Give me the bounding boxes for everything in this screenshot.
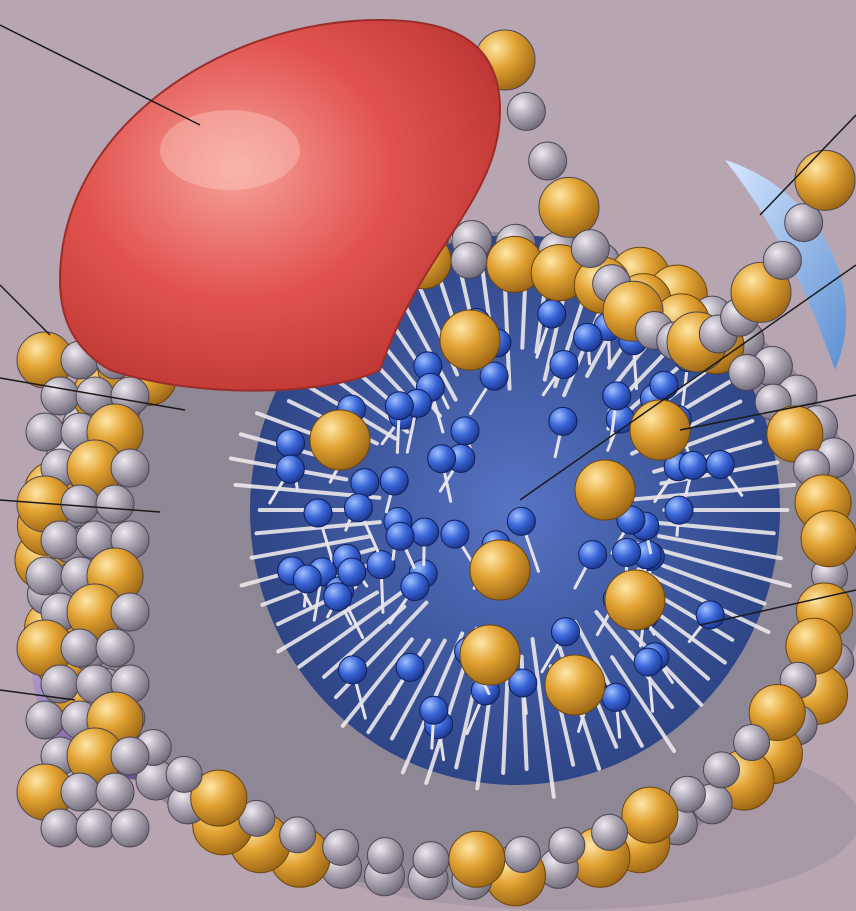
phospholipid-head: [96, 485, 134, 523]
core-lipid-head: [386, 522, 414, 550]
phospholipid-head: [413, 842, 449, 878]
phospholipid-head: [280, 817, 316, 853]
phospholipid-head: [451, 242, 487, 278]
core-lipid-head: [380, 467, 408, 495]
core-lipid-head: [324, 583, 352, 611]
core-lipid-head: [428, 445, 456, 473]
core-lipid-head: [579, 541, 607, 569]
core-lipid-head: [385, 392, 413, 420]
phospholipid-head: [504, 837, 540, 873]
phospholipid-head: [507, 92, 545, 130]
cholesterol-head: [622, 787, 678, 843]
cholesterol-head: [801, 511, 856, 567]
core-lipid-head: [550, 350, 578, 378]
core-lipid-head: [304, 499, 332, 527]
red-apoprotein-highlight: [160, 110, 300, 190]
phospholipid-head: [41, 521, 79, 559]
cholesterol-head: [440, 310, 500, 370]
core-lipid-head: [339, 656, 367, 684]
phospholipid-head: [61, 773, 99, 811]
phospholipid-head: [96, 773, 134, 811]
phospholipid-head: [549, 827, 585, 863]
core-lipid-head: [277, 429, 305, 457]
phospholipid-head: [763, 241, 801, 279]
phospholipid-head: [323, 829, 359, 865]
phospholipid-head: [61, 485, 99, 523]
core-lipid-head: [338, 558, 366, 586]
phospholipid-head: [96, 629, 134, 667]
cholesterol-head: [470, 540, 530, 600]
core-lipid-head: [706, 451, 734, 479]
core-lipid-head: [602, 683, 630, 711]
core-lipid-head: [650, 371, 678, 399]
phospholipid-head: [111, 449, 149, 487]
phospholipid-head: [26, 413, 64, 451]
phospholipid-head: [166, 756, 202, 792]
core-lipid-head: [507, 507, 535, 535]
cholesterol-head: [545, 655, 605, 715]
phospholipid-head: [367, 838, 403, 874]
phospholipid-head: [26, 701, 64, 739]
phospholipid-head: [41, 809, 79, 847]
core-lipid-head: [276, 455, 304, 483]
core-lipid-head: [551, 618, 579, 646]
core-lipid-head: [538, 300, 566, 328]
core-lipid-head: [367, 551, 395, 579]
phospholipid-head: [734, 725, 770, 761]
core-lipid-head: [451, 417, 479, 445]
phospholipid-head: [61, 629, 99, 667]
core-lipid-head: [441, 520, 469, 548]
core-lipid-head: [344, 494, 372, 522]
phospholipid-head: [111, 809, 149, 847]
core-lipid-head: [549, 407, 577, 435]
core-lipid-head: [665, 496, 693, 524]
phospholipid-head: [529, 142, 567, 180]
phospholipid-head: [729, 355, 765, 391]
core-lipid-head: [679, 451, 707, 479]
phospholipid-head: [111, 737, 149, 775]
cholesterol-head: [539, 177, 599, 237]
cholesterol-head: [449, 831, 505, 887]
cholesterol-head: [575, 460, 635, 520]
phospholipid-head: [592, 814, 628, 850]
phospholipid-head: [571, 230, 609, 268]
core-lipid-head: [411, 518, 439, 546]
cholesterol-head: [605, 570, 665, 630]
core-lipid-head: [603, 382, 631, 410]
phospholipid-head: [41, 377, 79, 415]
cholesterol-head: [460, 625, 520, 685]
core-lipid-head: [293, 565, 321, 593]
cholesterol-head: [310, 410, 370, 470]
cholesterol-head: [795, 150, 855, 210]
core-lipid-head: [351, 469, 379, 497]
phospholipid-head: [111, 593, 149, 631]
core-lipid-head: [634, 648, 662, 676]
core-lipid-head: [613, 538, 641, 566]
core-lipid-head: [574, 323, 602, 351]
core-lipid-head: [420, 696, 448, 724]
phospholipid-head: [76, 809, 114, 847]
phospholipid-head: [26, 557, 64, 595]
phospholipid-head: [703, 752, 739, 788]
core-lipid-head: [401, 573, 429, 601]
core-lipid-head: [396, 653, 424, 681]
